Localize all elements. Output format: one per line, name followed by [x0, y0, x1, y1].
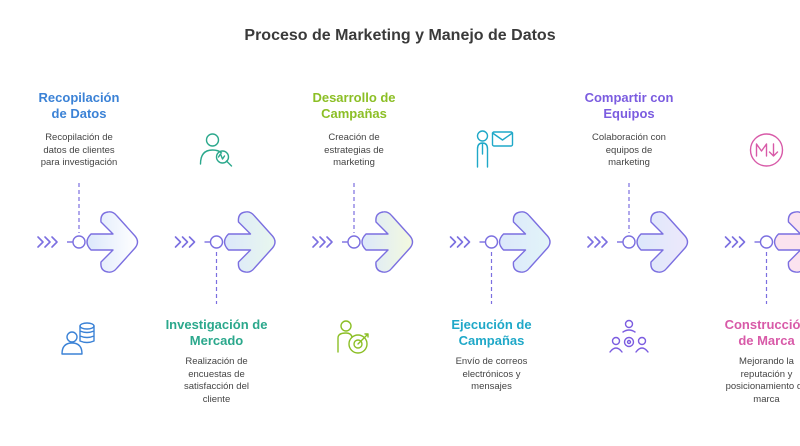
flow-arrow — [636, 211, 689, 273]
chevron-icon — [326, 236, 333, 248]
person-target-icon — [337, 320, 369, 354]
stage-node — [622, 235, 636, 249]
stage-description-line: estrategias de — [324, 144, 384, 156]
chevron-icon — [449, 236, 457, 248]
stage-group — [37, 183, 139, 355]
stage-description-line: Envío de correos — [455, 356, 528, 367]
flow-arrow — [86, 211, 139, 273]
stage-description-line: datos de clientes — [43, 144, 115, 156]
stage-description-line: cliente — [202, 393, 231, 405]
stage-title-line: Investigación de — [165, 317, 268, 332]
flow-arrow — [498, 211, 551, 273]
chevron-icon — [594, 236, 601, 248]
stage-node — [72, 235, 86, 249]
chevron-icon — [37, 236, 44, 248]
chevron-icon — [601, 236, 608, 248]
user-analytics-icon — [199, 133, 233, 167]
stage-description-line: satisfacción del — [184, 381, 249, 392]
stage-description-line: marca — [753, 393, 780, 405]
stage-description-line: encuestas de — [188, 368, 245, 380]
chevron-icon — [188, 236, 196, 248]
chevron-icon — [181, 236, 189, 248]
stage-group — [587, 183, 689, 353]
stage-description-line: mensajes — [471, 381, 512, 392]
stage-title-line: Equipos — [603, 106, 655, 121]
stage-group — [174, 133, 276, 304]
stage-description-line: marketing — [608, 157, 650, 168]
chevron-icon — [724, 236, 732, 248]
user-database-icon — [61, 322, 95, 355]
stage-node — [347, 235, 361, 249]
chevron-icon — [463, 236, 471, 248]
chevron-icon — [731, 236, 739, 248]
chevron-icon — [312, 236, 319, 248]
stage-description-line: para investigación — [40, 157, 118, 168]
chevron-icon — [587, 236, 594, 248]
chevron-icon — [174, 236, 182, 248]
stage-title-line: Mercado — [189, 333, 244, 348]
chevron-icon — [319, 236, 326, 248]
chevron-icon — [456, 236, 464, 248]
stage-node — [484, 235, 499, 249]
stage-title-line: Campañas — [321, 106, 387, 121]
chevron-icon — [44, 236, 51, 248]
stage-description-line: reputación y — [740, 368, 793, 380]
stage-node — [209, 235, 224, 249]
stage-title: Construcciónde Marca — [702, 317, 800, 349]
stage-group — [724, 133, 800, 304]
stage-description-line: Colaboración con — [592, 132, 666, 143]
stage-description-line: electrónicos y — [462, 368, 521, 380]
stage-description-line: equipos de — [605, 144, 653, 156]
stage-group — [312, 183, 414, 354]
stage-group — [449, 130, 551, 304]
stage-title-line: Recopilación — [38, 90, 120, 105]
stage-node — [759, 235, 774, 249]
flow-arrow — [773, 211, 800, 273]
stage-title-line: Desarrollo de — [312, 90, 396, 105]
stage-description-line: posicionamiento de — [725, 381, 800, 392]
stage-title-line: de Marca — [738, 333, 795, 348]
stage-title-line: Ejecución de — [451, 317, 532, 332]
flow-arrow — [361, 211, 414, 273]
stage-description-line: Recopilación de — [45, 132, 113, 143]
stage-description-line: marketing — [333, 157, 375, 168]
flow-arrow — [223, 211, 276, 273]
stage-title-line: Construcción — [724, 317, 800, 332]
brand-down-icon — [749, 133, 784, 167]
person-email-icon — [476, 130, 514, 168]
stage-description-line: Creación de — [328, 132, 380, 143]
stage-title-line: de Datos — [51, 106, 107, 121]
stage-description-line: Mejorando la — [739, 356, 794, 367]
diagram-title: Proceso de Marketing y Manejo de Datos — [244, 27, 556, 44]
stage-title-line: Campañas — [458, 333, 525, 348]
stage-title-line: Compartir con — [584, 90, 674, 105]
chevron-icon — [51, 236, 58, 248]
chevron-icon — [738, 236, 746, 248]
stage-description-line: Realización de — [185, 356, 248, 367]
team-settings-icon — [609, 319, 649, 353]
